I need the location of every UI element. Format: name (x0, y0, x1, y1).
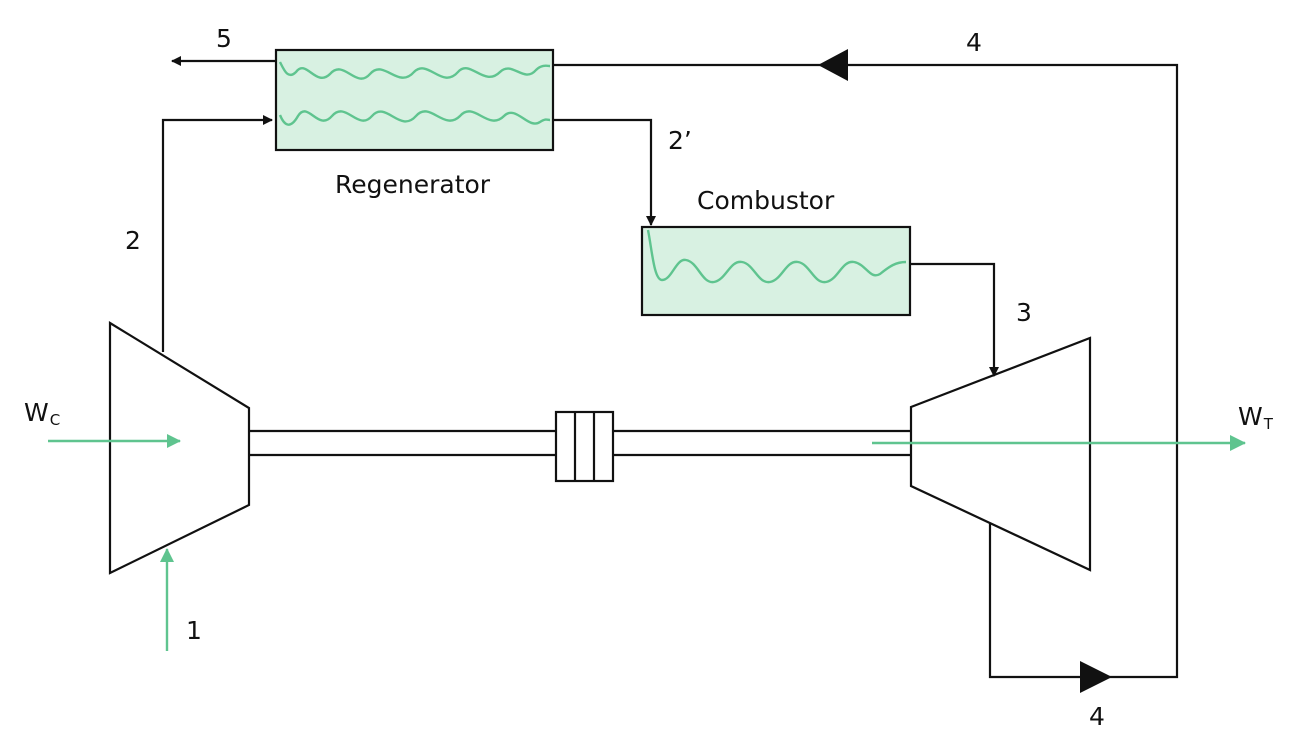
state-label-2: 2 (125, 226, 141, 255)
compressor-work-subscript: C (49, 411, 61, 429)
shaft-coupling (554, 410, 615, 483)
flow-line-4 (553, 63, 1179, 679)
regenerator-hot-stream-wave (278, 61, 551, 80)
flow-line-3 (910, 262, 999, 377)
flow-direction-arrow-top (818, 49, 848, 81)
regenerator-cold-stream-wave (278, 110, 551, 126)
state-label-3: 3 (1016, 298, 1032, 327)
combustor-label: Combustor (697, 186, 835, 215)
state-label-4-bottom: 4 (1089, 702, 1105, 731)
compressor-work-label: WC (24, 400, 60, 428)
regenerator-box (274, 48, 555, 152)
combustor-box (640, 225, 912, 317)
state-label-4-top: 4 (966, 28, 982, 57)
state-label-5: 5 (216, 24, 232, 53)
turbine-work-subscript: T (1263, 415, 1273, 433)
flow-direction-arrow-bottom (1080, 661, 1112, 693)
state-label-2prime: 2’ (668, 126, 692, 155)
regenerator-label: Regenerator (335, 170, 491, 199)
combustor-wave (646, 229, 907, 284)
flow-line-2 (161, 115, 273, 352)
flow-line-2prime (553, 118, 656, 226)
turbine-work-label: WT (1238, 404, 1273, 432)
shaft (249, 429, 911, 457)
turbine (909, 336, 1092, 572)
turbine-work-symbol: W (1238, 402, 1263, 431)
state-label-1: 1 (186, 616, 202, 645)
compressor-work-symbol: W (24, 398, 49, 427)
compressor (108, 321, 251, 575)
